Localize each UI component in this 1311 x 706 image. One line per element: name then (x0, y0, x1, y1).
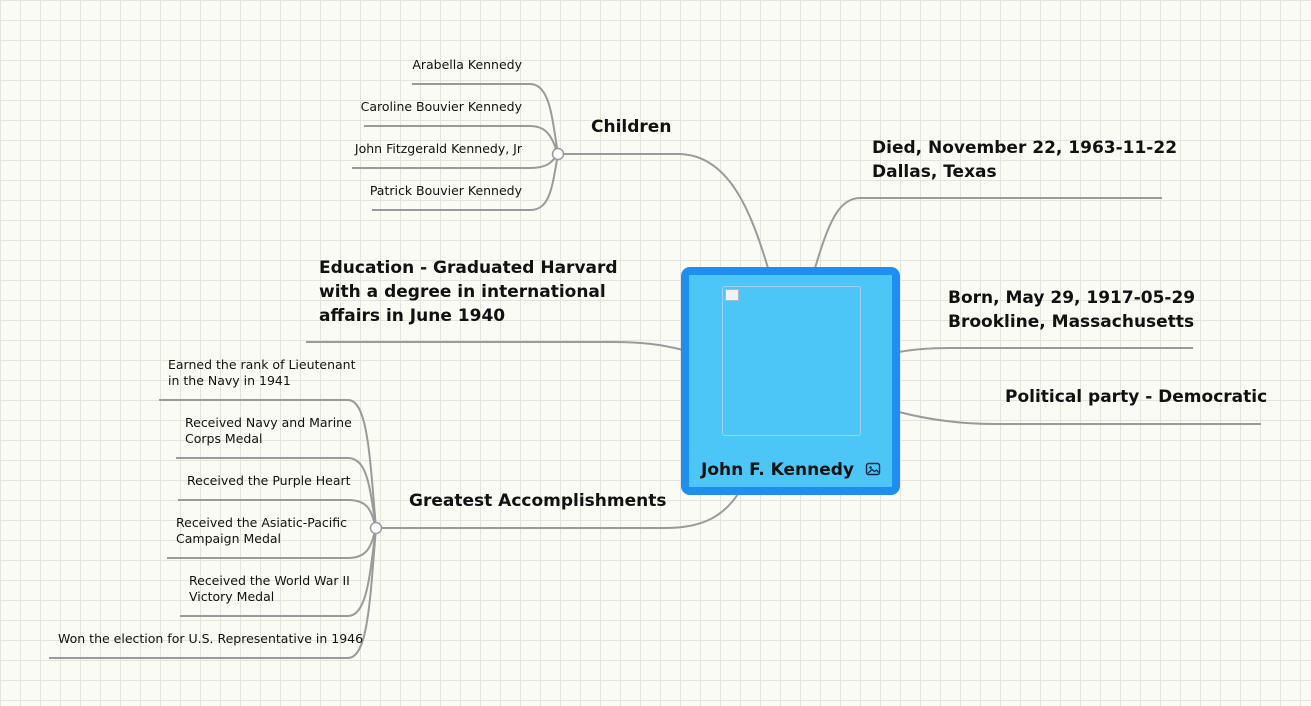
subtopic-line: Received Navy and Marine (185, 415, 352, 430)
subtopic-child[interactable]: Arabella Kennedy (412, 57, 522, 72)
connector-accomplishments (376, 493, 739, 529)
central-topic[interactable]: John F. Kennedy (681, 267, 900, 495)
connector-party (898, 411, 1261, 425)
topic-children[interactable]: Children (591, 117, 672, 137)
subtopic-child[interactable]: Patrick Bouvier Kennedy (369, 183, 522, 198)
subtopic-line: Corps Medal (185, 431, 263, 446)
topic-died-line-2: Dallas, Texas (872, 162, 997, 182)
connector-children (558, 153, 769, 269)
subtopic-line: in the Navy in 1941 (168, 373, 291, 388)
topic-died[interactable]: Died, November 22, 1963-11-22 Dallas, Te… (872, 136, 1177, 184)
topic-greatest-accomplishments[interactable]: Greatest Accomplishments (409, 491, 667, 511)
connector-child-4 (529, 153, 559, 211)
subtopic-accomplishment[interactable]: Earned the rank of Lieutenant in the Nav… (168, 357, 356, 389)
topic-education-line-2: with a degree in international (319, 282, 606, 302)
children-branch-hub (551, 147, 565, 161)
subtopic-child[interactable]: Caroline Bouvier Kennedy (360, 99, 522, 114)
connector-acc-1 (347, 399, 377, 529)
topic-born-line-1: Born, May 29, 1917-05-29 (948, 288, 1196, 308)
connector-died (814, 197, 1162, 269)
subtopic-line: Received the World War II (189, 573, 350, 588)
connector-acc-2 (347, 457, 377, 529)
subtopic-line: Received the Purple Heart (187, 473, 351, 488)
subtopic-line: Victory Medal (189, 589, 275, 604)
topic-education-line-1: Education - Graduated Harvard (319, 258, 618, 278)
topic-born[interactable]: Born, May 29, 1917-05-29 Brookline, Mass… (948, 286, 1195, 334)
connector-education (306, 341, 684, 351)
accomplishments-branch-hub (369, 521, 383, 535)
subtopic-line: Received the Asiatic-Pacific (176, 515, 348, 530)
subtopic-line: Campaign Medal (176, 531, 282, 546)
subtopic-accomplishment[interactable]: Received the Asiatic-Pacific Campaign Me… (176, 515, 347, 547)
topic-born-line-2: Brookline, Massachusetts (948, 312, 1195, 332)
subtopic-accomplishment[interactable]: Received the Purple Heart (187, 473, 351, 489)
subtopic-accomplishment[interactable]: Received Navy and Marine Corps Medal (185, 415, 352, 447)
topic-image (722, 286, 861, 436)
connector-child-1 (529, 83, 559, 155)
subtopic-child[interactable]: John Fitzgerald Kennedy, Jr (354, 141, 522, 156)
connector-born (898, 347, 1193, 353)
topic-education[interactable]: Education - Graduated Harvard with a deg… (319, 256, 618, 328)
topic-education-line-3: affairs in June 1940 (319, 306, 506, 326)
subtopic-line: Won the election for U.S. Representative… (58, 631, 364, 646)
image-icon[interactable] (865, 462, 881, 476)
connector-acc-6 (347, 527, 377, 659)
subtopic-accomplishment[interactable]: Received the World War II Victory Medal (189, 573, 350, 605)
subtopic-accomplishment[interactable]: Won the election for U.S. Representative… (58, 631, 363, 647)
central-topic-title: John F. Kennedy (701, 460, 855, 480)
broken-image-icon (725, 289, 739, 301)
subtopic-line: Earned the rank of Lieutenant (168, 357, 356, 372)
topic-political-party[interactable]: Political party - Democratic (1005, 387, 1268, 407)
topic-died-line-1: Died, November 22, 1963-11-22 (872, 138, 1178, 158)
